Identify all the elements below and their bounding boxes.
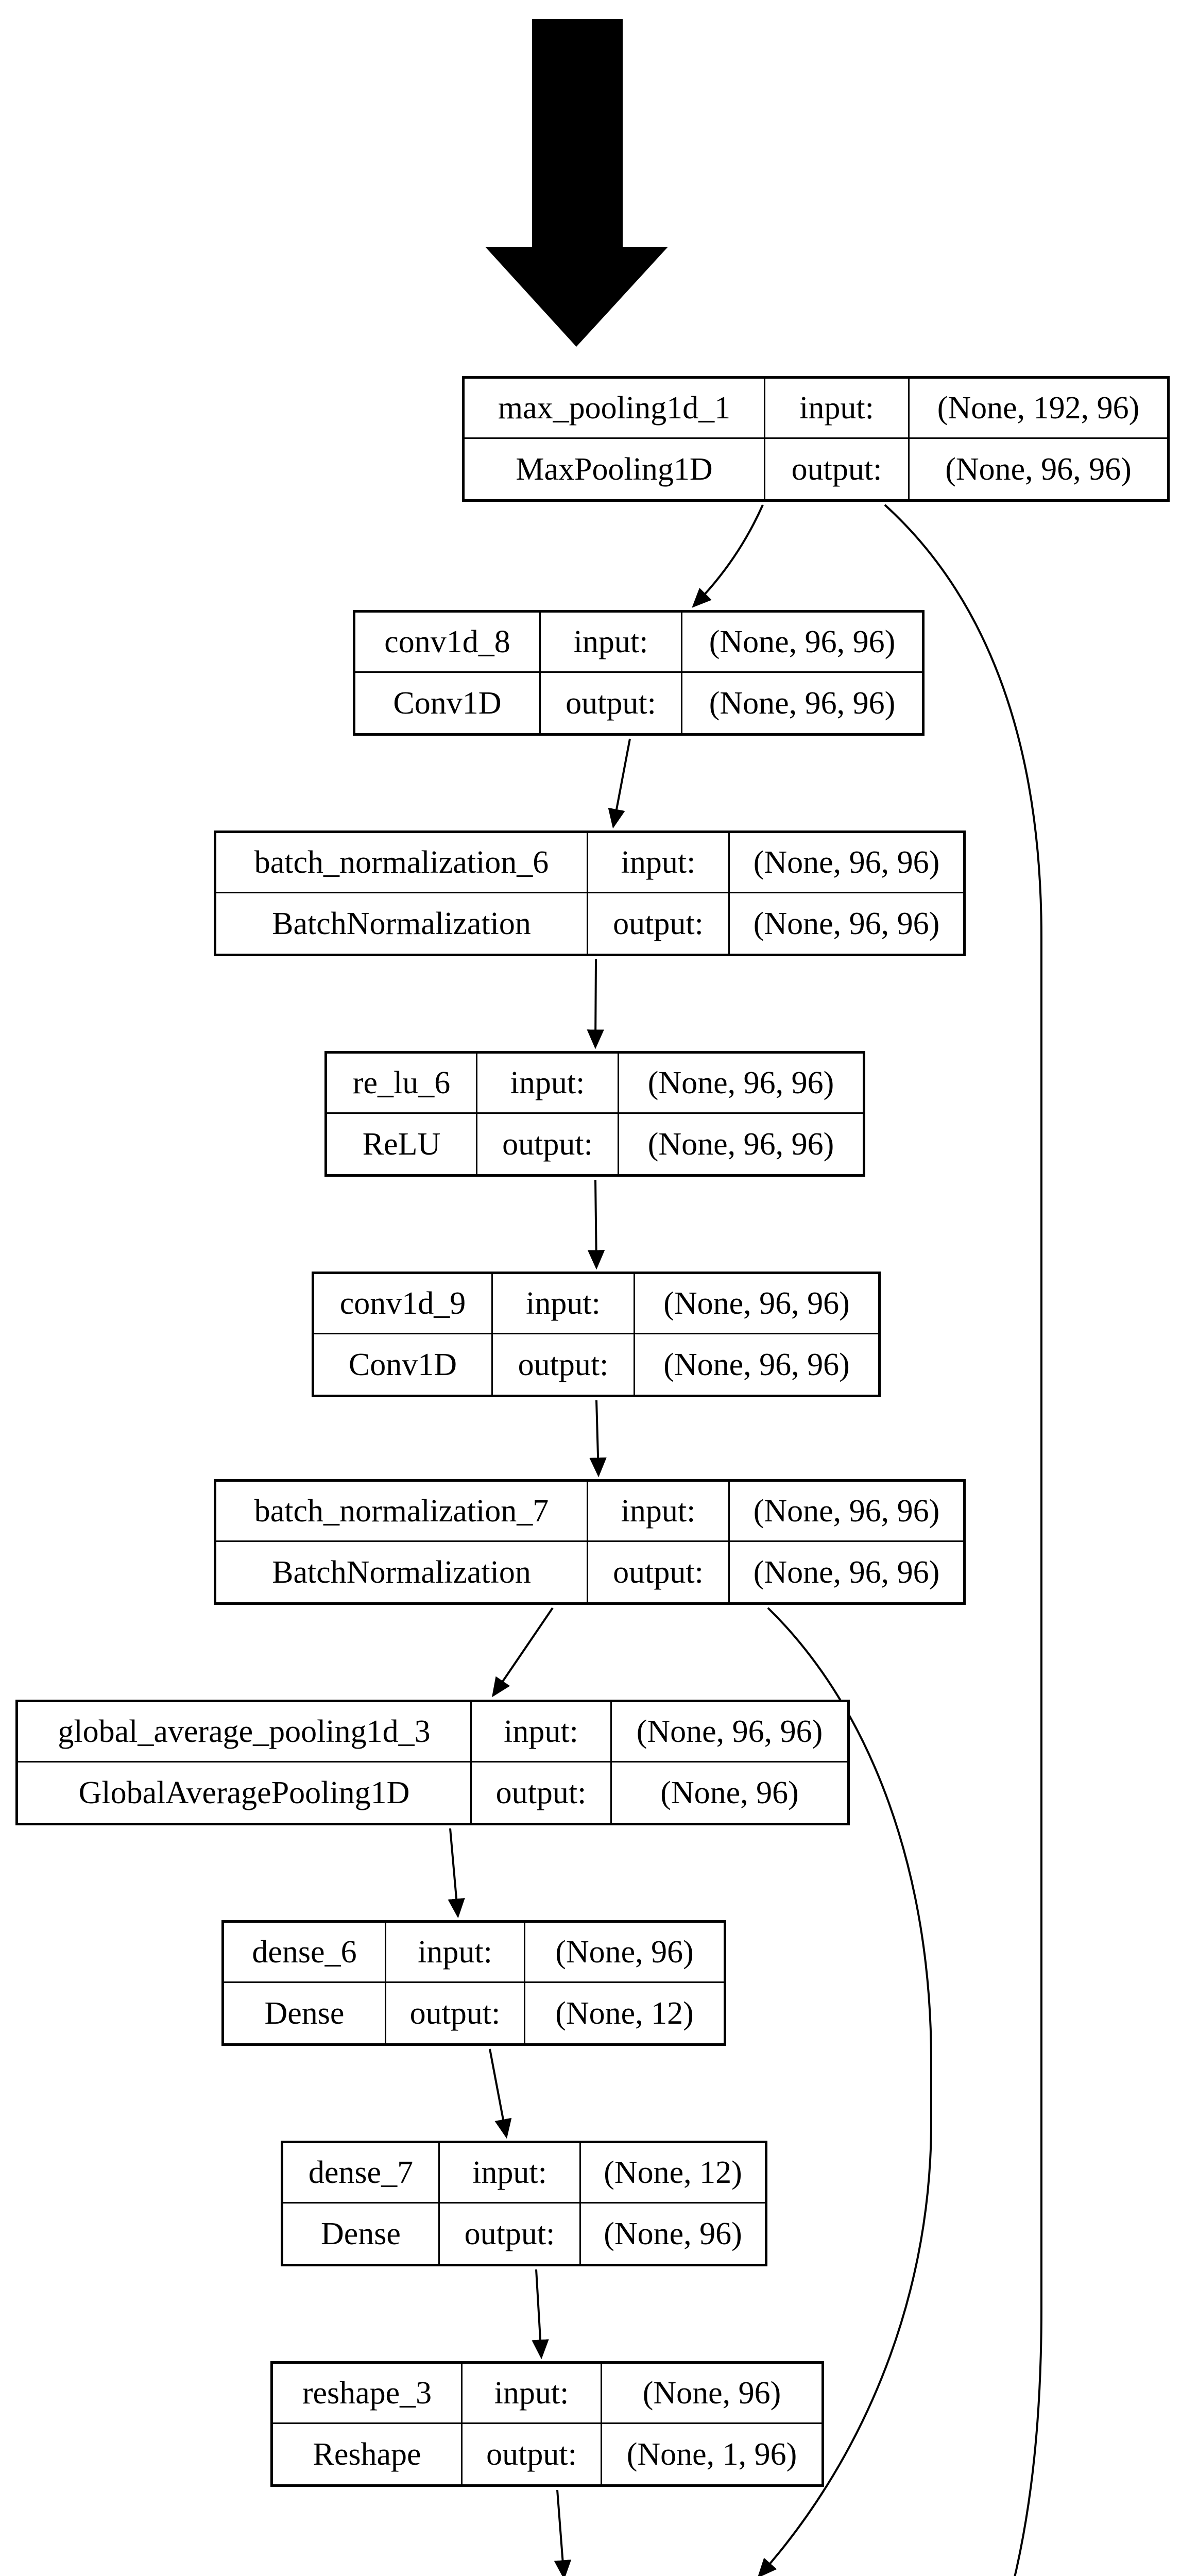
- input-shape: (None, 192, 96): [910, 379, 1167, 439]
- output-label: output:: [477, 1114, 619, 1174]
- layer-class: MaxPooling1D: [465, 439, 765, 499]
- output-label: output:: [588, 1542, 730, 1602]
- layer-node-conv1d-9: conv1d_9 input: (None, 96, 96) Conv1D ou…: [312, 1272, 881, 1397]
- layer-node-max-pooling1d-1: max_pooling1d_1 input: (None, 192, 96) M…: [462, 376, 1170, 502]
- output-label: output:: [541, 673, 682, 733]
- edge-conv1d9-to-batchnorm7: [589, 1400, 607, 1478]
- layer-node-dense-7: dense_7 input: (None, 12) Dense output: …: [281, 2141, 767, 2266]
- output-shape: (None, 96, 96): [709, 685, 896, 721]
- output-label: output:: [588, 893, 730, 954]
- input-shape: (None, 96, 96): [730, 1482, 963, 1542]
- layer-node-dense-6: dense_6 input: (None, 96) Dense output: …: [221, 1920, 726, 2046]
- input-label: input:: [477, 1054, 619, 1114]
- output-shape: (None, 96, 96): [753, 1554, 940, 1590]
- input-label: input:: [765, 379, 910, 439]
- layer-class: Conv1D: [355, 673, 541, 733]
- layer-name: dense_7: [283, 2143, 440, 2204]
- input-shape: (None, 96, 96): [619, 1054, 863, 1114]
- edge-globalavgpool-to-dense6: [448, 1828, 465, 1919]
- layer-class: Reshape: [273, 2424, 463, 2484]
- layer-node-batch-normalization-6: batch_normalization_6 input: (None, 96, …: [214, 831, 966, 956]
- input-label: input:: [472, 1702, 612, 1762]
- layer-name: reshape_3: [273, 2364, 463, 2424]
- output-label: output:: [493, 1334, 635, 1395]
- output-label: output:: [463, 2424, 602, 2484]
- edge-batchnorm7-to-globalavgpool: [492, 1607, 554, 1698]
- layer-name: re_lu_6: [327, 1054, 477, 1114]
- input-shape: (None, 96): [525, 1923, 724, 1983]
- layer-node-reshape-3: reshape_3 input: (None, 96) Reshape outp…: [270, 2361, 824, 2487]
- output-shape: (None, 96, 96): [945, 451, 1132, 487]
- input-label: input:: [588, 833, 730, 893]
- input-shape: (None, 96): [602, 2364, 822, 2424]
- edge-conv1d8-to-batchnorm6: [608, 738, 631, 829]
- layer-class: ReLU: [327, 1114, 477, 1174]
- output-shape: (None, 96): [660, 1775, 799, 1810]
- input-shape: (None, 96, 96): [682, 613, 922, 673]
- layer-class: GlobalAveragePooling1D: [18, 1762, 472, 1823]
- output-shape: (None, 96, 96): [647, 1126, 834, 1162]
- input-label: input:: [440, 2143, 581, 2204]
- edge-reshape3-to-multiply3: [554, 2489, 572, 2576]
- layer-name: global_average_pooling1d_3: [18, 1702, 472, 1762]
- output-label: output:: [386, 1983, 525, 2043]
- output-label: output:: [472, 1762, 612, 1823]
- input-label: input:: [386, 1923, 525, 1983]
- layer-node-re-lu-6: re_lu_6 input: (None, 96, 96) ReLU outpu…: [324, 1051, 865, 1177]
- edge-batchnorm7-to-multiply3: [757, 1607, 932, 2576]
- layer-name: max_pooling1d_1: [465, 379, 765, 439]
- layer-name: batch_normalization_6: [216, 833, 588, 893]
- edge-dense6-to-dense7: [489, 2048, 512, 2139]
- layer-name: batch_normalization_7: [216, 1482, 588, 1542]
- input-shape: (None, 96, 96): [612, 1702, 847, 1762]
- output-shape: (None, 12): [555, 1995, 694, 2031]
- layer-node-conv1d-8: conv1d_8 input: (None, 96, 96) Conv1D ou…: [353, 610, 925, 736]
- output-shape: (None, 96, 96): [663, 1347, 850, 1382]
- layer-name: conv1d_8: [355, 613, 541, 673]
- layer-class: BatchNormalization: [216, 1542, 588, 1602]
- layer-class: Dense: [283, 2204, 440, 2264]
- output-shape: (None, 1, 96): [626, 2436, 797, 2472]
- input-label: input:: [588, 1482, 730, 1542]
- layer-node-batch-normalization-7: batch_normalization_7 input: (None, 96, …: [214, 1479, 966, 1605]
- output-label: output:: [765, 439, 910, 499]
- input-shape: (None, 96, 96): [730, 833, 963, 893]
- edge-batchnorm6-to-relu6: [587, 959, 604, 1049]
- layer-class: Conv1D: [314, 1334, 493, 1395]
- edge-relu6-to-conv1d9: [587, 1179, 605, 1270]
- output-shape: (None, 96, 96): [753, 906, 940, 941]
- input-label: input:: [493, 1274, 635, 1334]
- edge-dense7-to-reshape3: [532, 2269, 549, 2360]
- big-down-arrow-icon: [485, 19, 668, 347]
- layer-node-global-average-pooling1d-3: global_average_pooling1d_3 input: (None,…: [15, 1700, 850, 1825]
- layer-class: Dense: [224, 1983, 386, 2043]
- output-label: output:: [440, 2204, 581, 2264]
- layer-name: dense_6: [224, 1923, 386, 1983]
- input-label: input:: [463, 2364, 602, 2424]
- output-shape: (None, 96): [604, 2216, 742, 2251]
- layer-name: conv1d_9: [314, 1274, 493, 1334]
- input-shape: (None, 96, 96): [635, 1274, 878, 1334]
- input-label: input:: [541, 613, 682, 673]
- edge-maxpooling1d1-to-conv1d8: [692, 504, 764, 608]
- layer-class: BatchNormalization: [216, 893, 588, 954]
- input-shape: (None, 12): [581, 2143, 765, 2204]
- edge-maxpooling1d1-to-add3: [884, 504, 1042, 2576]
